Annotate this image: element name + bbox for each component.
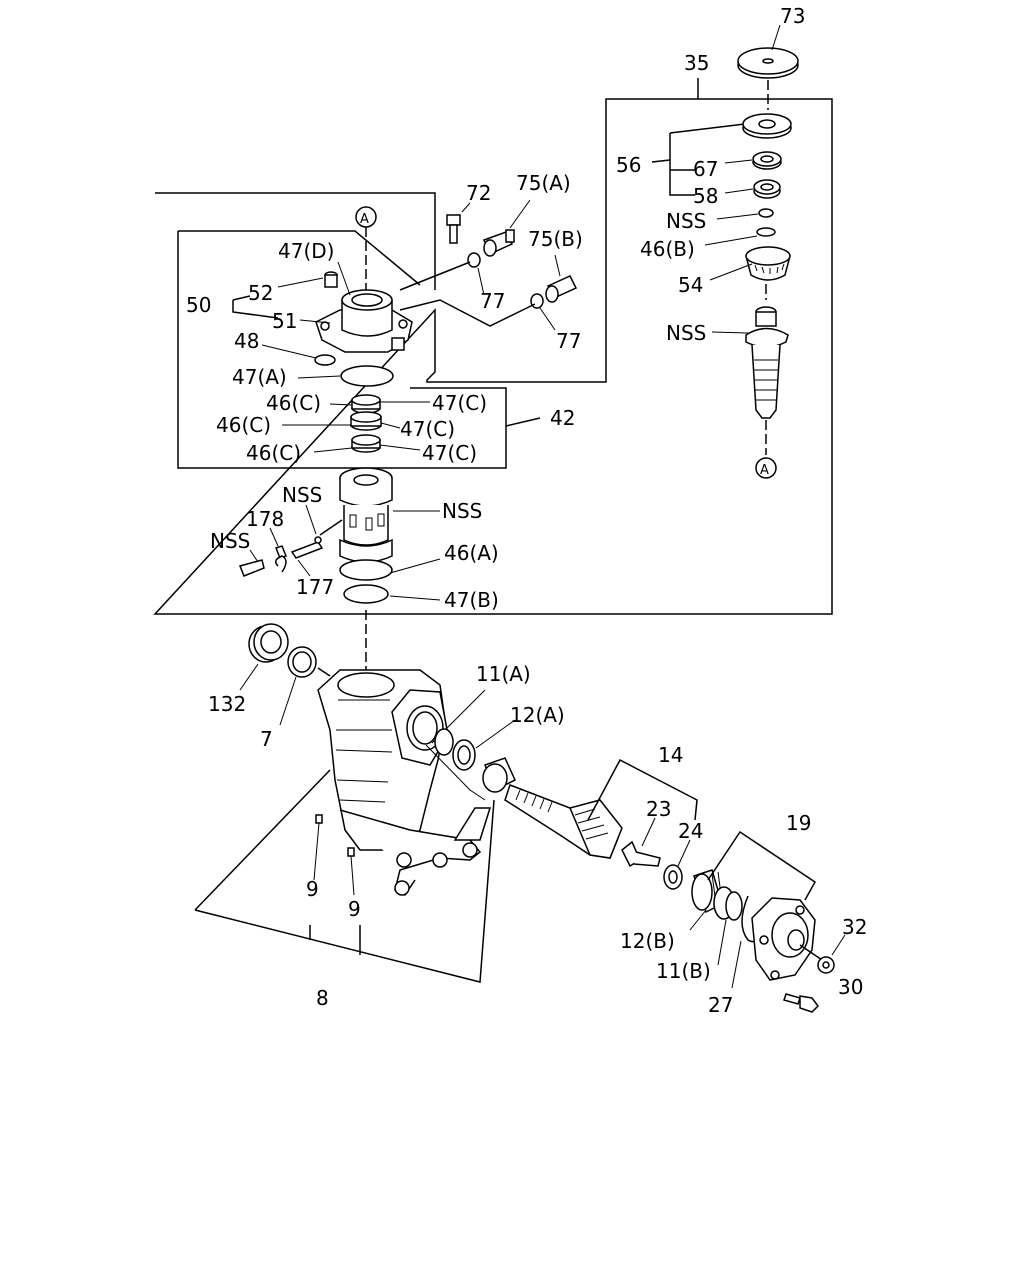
fitting-75a	[482, 229, 515, 257]
callout-9-a: 9	[306, 877, 319, 901]
callout-56: 56	[616, 153, 641, 177]
nss-ring-top	[758, 208, 774, 218]
oring-48	[261, 344, 336, 366]
callout-47c-3: 47(C)	[422, 441, 477, 465]
callout-32: 32	[842, 915, 867, 939]
ref-label-a-right: A	[760, 463, 769, 478]
callout-72: 72	[466, 181, 491, 205]
pin-178-screw	[238, 504, 343, 577]
screw-23	[621, 817, 661, 868]
worm-shaft	[745, 306, 789, 419]
oring-46b	[756, 227, 776, 237]
bracket-19	[707, 830, 816, 901]
callout-35: 35	[684, 51, 709, 75]
callout-12b: 12(B)	[620, 929, 675, 953]
nut-24	[663, 839, 691, 890]
callout-51: 51	[272, 309, 297, 333]
callout-67: 67	[693, 157, 718, 181]
ref-mark-a-right	[755, 457, 777, 479]
cover-19	[751, 897, 826, 981]
oring-47a	[297, 365, 394, 387]
callout-47d: 47(D)	[278, 239, 334, 263]
line-valve-fittings	[399, 261, 536, 327]
bracket-50	[232, 295, 279, 319]
callout-77b: 77	[556, 329, 581, 353]
callout-47c-1: 47(C)	[432, 391, 487, 415]
callout-nss-r: NSS	[442, 499, 482, 523]
bolt-72	[446, 202, 471, 244]
callout-46b: 46(B)	[640, 237, 695, 261]
cover-56	[742, 113, 792, 139]
callout-42: 42	[550, 406, 575, 430]
valve-housing-51	[315, 289, 413, 353]
callout-27: 27	[708, 993, 733, 1017]
callout-46a: 46(A)	[444, 541, 499, 565]
callout-14: 14	[658, 743, 683, 767]
callout-11a: 11(A)	[476, 662, 531, 686]
bracket-14	[587, 758, 698, 821]
callout-8: 8	[316, 986, 329, 1010]
callout-7: 7	[260, 727, 273, 751]
callout-47a: 47(A)	[232, 365, 287, 389]
callout-nss-l2: NSS	[210, 529, 250, 553]
callout-75b: 75(B)	[528, 227, 583, 251]
gear-housing	[317, 669, 492, 896]
callout-77a: 77	[480, 289, 505, 313]
bolt-30	[783, 993, 819, 1013]
callout-73: 73	[780, 4, 805, 28]
sector-shaft-14	[482, 757, 623, 859]
callout-11b: 11(B)	[656, 959, 711, 983]
spool-rings	[350, 394, 382, 453]
callout-46c-1: 46(C)	[266, 391, 321, 415]
callout-nss-mid: NSS	[666, 321, 706, 345]
callout-54: 54	[678, 273, 703, 297]
bearing-54	[745, 246, 791, 281]
seal-67	[752, 151, 782, 170]
callout-177: 177	[296, 575, 334, 599]
callout-nss-l1: NSS	[282, 483, 322, 507]
callout-labels: 73 35 56 67 58 NSS 46(B) 54 NSS A 72 75(…	[186, 4, 867, 1017]
callout-48: 48	[234, 329, 259, 353]
bearing-7	[287, 646, 317, 678]
seal-11b	[713, 886, 743, 921]
bracket-8	[194, 769, 495, 983]
callout-58: 58	[693, 184, 718, 208]
callout-nss-top: NSS	[666, 209, 706, 233]
oring-47b	[343, 584, 389, 604]
callout-46c-3: 46(C)	[246, 441, 301, 465]
fitting-75b	[545, 275, 578, 303]
oring-46a	[339, 559, 393, 581]
rotary-valve	[339, 467, 393, 563]
callout-75a: 75(A)	[516, 171, 571, 195]
callout-50: 50	[186, 293, 211, 317]
callout-47b: 47(B)	[444, 588, 499, 612]
callout-9-b: 9	[348, 897, 361, 921]
leaders-spool	[282, 401, 430, 453]
callout-19: 19	[786, 811, 811, 835]
bearing-58	[753, 179, 781, 199]
seal-11a	[434, 728, 454, 756]
callout-24: 24	[678, 819, 703, 843]
plug-52	[324, 271, 338, 288]
washer-73	[737, 24, 799, 79]
callout-47c-2: 47(C)	[400, 417, 455, 441]
bolts-9	[313, 814, 355, 896]
callout-52: 52	[248, 281, 273, 305]
callout-23: 23	[646, 797, 671, 821]
seal-132	[248, 623, 289, 663]
callout-46c-2: 46(C)	[216, 413, 271, 437]
ref-label-a-top: A	[360, 212, 369, 227]
leaders-right	[704, 159, 759, 334]
callout-178: 178	[246, 507, 284, 531]
bearing-12a	[452, 719, 516, 771]
callout-30: 30	[838, 975, 863, 999]
washer-77a	[467, 252, 481, 268]
callout-132: 132	[208, 692, 246, 716]
frame-lines	[153, 78, 833, 615]
nut-32	[817, 934, 846, 974]
callout-12a: 12(A)	[510, 703, 565, 727]
